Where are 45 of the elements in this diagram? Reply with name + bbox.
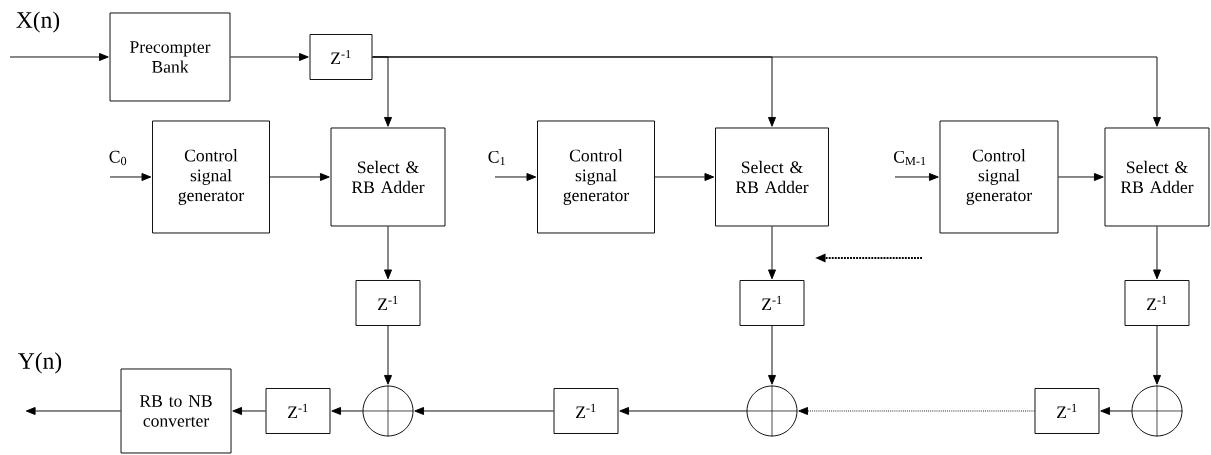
block-box: Control signal generator	[939, 120, 1059, 234]
block-box: Select & RB Adder	[1104, 127, 1210, 227]
signal-label: Y(n)	[18, 352, 62, 374]
arrow	[232, 407, 266, 415]
arrow	[798, 407, 1035, 415]
signal-label: X(n)	[16, 11, 60, 33]
block-box: Select & RB Adder	[330, 127, 446, 227]
delay-box: Z$^{-1}$	[739, 280, 805, 326]
delay-box: Z$^{-1}$	[553, 388, 619, 434]
summing-junction	[1131, 385, 1183, 437]
arrow	[109, 173, 152, 181]
delay-box: Z$^{-1}$	[355, 280, 421, 326]
arrow	[384, 226, 393, 280]
signal-label: C$_{0}$	[109, 150, 127, 166]
delay-box: Z$^{-1}$	[1034, 388, 1100, 434]
arrow	[414, 407, 554, 415]
block-box: Precompter Bank	[109, 12, 231, 102]
signal-label: C$_{1}$	[488, 150, 505, 166]
summing-junction	[746, 385, 798, 437]
arrow	[384, 325, 393, 385]
arrow	[768, 226, 776, 280]
arrow	[269, 173, 330, 181]
arrow	[25, 407, 121, 415]
delay-box: Z$^{-1}$	[1124, 280, 1190, 326]
summing-junction	[362, 385, 414, 437]
arrow	[1153, 325, 1161, 385]
block-box: Control signal generator	[152, 120, 270, 234]
arrow	[331, 407, 363, 415]
delay-box: Z$^{-1}$	[265, 388, 331, 434]
arrow	[494, 173, 537, 181]
block-box: RB to NB converter	[120, 368, 232, 454]
arrow	[372, 56, 1161, 127]
arrow	[768, 325, 776, 385]
block-box: Select & RB Adder	[715, 127, 829, 227]
arrow	[894, 173, 939, 181]
arrow	[1153, 226, 1161, 280]
arrow	[230, 53, 309, 61]
signal-label: C$_{M-1}$	[893, 150, 926, 166]
delay-box: Z$^{-1}$	[309, 34, 373, 80]
arrow	[1100, 407, 1132, 415]
block-box: Control signal generator	[537, 120, 655, 234]
arrow	[1058, 173, 1104, 181]
arrow	[619, 407, 747, 415]
arrow	[654, 173, 715, 181]
arrow	[9, 53, 109, 61]
